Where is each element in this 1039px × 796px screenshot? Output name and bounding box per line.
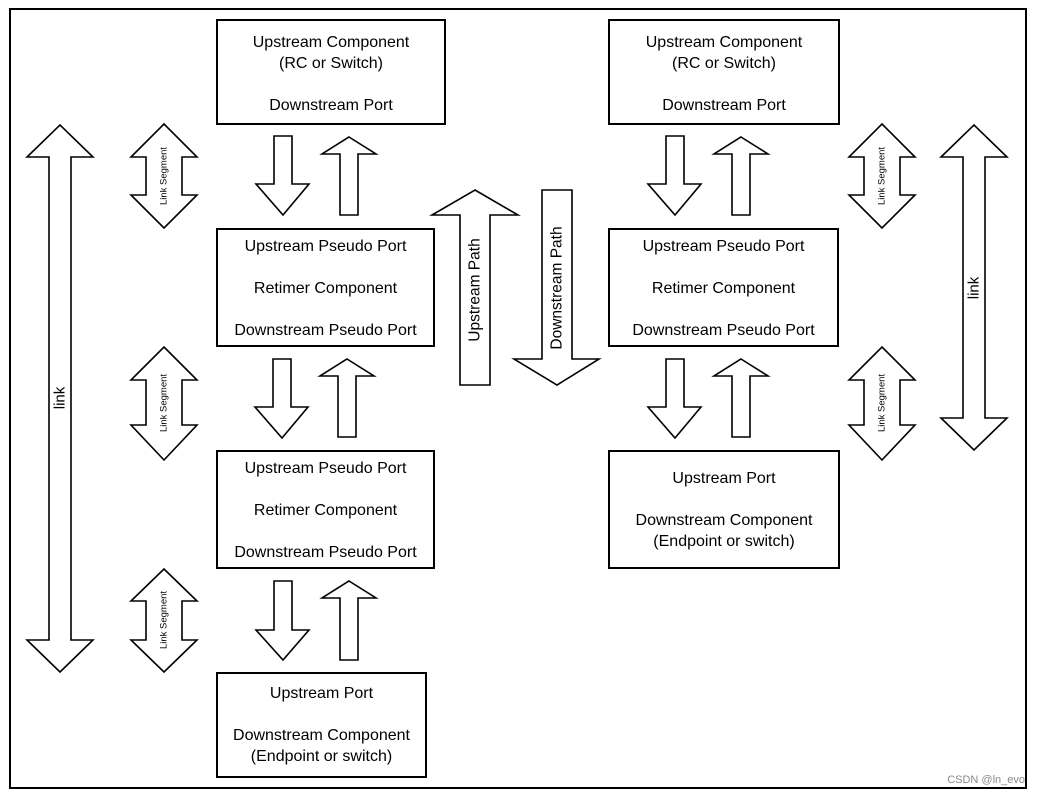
box-line: (RC or Switch) xyxy=(671,55,776,72)
retimer-box-left-1: Upstream Pseudo Port Retimer Component D… xyxy=(216,228,435,347)
downstream-component-box-left: Upstream Port Downstream Component (Endp… xyxy=(216,672,427,778)
link-segment-arrow-right-2 xyxy=(847,345,917,462)
box-line: Upstream Pseudo Port xyxy=(244,238,407,255)
down-arrow-left-3 xyxy=(254,580,311,662)
link-segment-label-left-3: Link Segment xyxy=(159,591,170,649)
retimer-box-right-1: Upstream Pseudo Port Retimer Component D… xyxy=(608,228,839,347)
link-segment-arrow-left-3 xyxy=(129,567,199,674)
watermark: CSDN @ln_evo xyxy=(947,774,1025,786)
box-line: Upstream Pseudo Port xyxy=(244,460,407,477)
retimer-box-left-2: Upstream Pseudo Port Retimer Component D… xyxy=(216,450,435,569)
link-segment-arrow-left-2 xyxy=(129,345,199,462)
box-line: Upstream Port xyxy=(672,470,776,487)
box-line: Downstream Pseudo Port xyxy=(234,322,417,339)
downstream-path-arrow xyxy=(511,189,602,386)
up-arrow-left-3 xyxy=(319,580,379,661)
link-segment-label-right-2: Link Segment xyxy=(877,374,888,432)
link-double-arrow-left xyxy=(25,123,95,674)
link-segment-label-left-1: Link Segment xyxy=(159,147,170,205)
upstream-component-box-left: Upstream Component (RC or Switch) Downst… xyxy=(216,19,446,125)
box-line: Downstream Pseudo Port xyxy=(632,322,815,339)
box-line: Upstream Component xyxy=(252,34,410,51)
box-line: (RC or Switch) xyxy=(278,55,383,72)
box-line: Upstream Port xyxy=(269,685,374,702)
link-segment-label-right-1: Link Segment xyxy=(877,147,888,205)
link-segment-label-left-2: Link Segment xyxy=(159,374,170,432)
link-segment-arrow-right-1 xyxy=(847,122,917,230)
down-arrow-left-1 xyxy=(254,135,311,217)
up-arrow-left-1 xyxy=(319,136,379,216)
box-line: Retimer Component xyxy=(651,280,796,297)
link-segment-arrow-left-1 xyxy=(129,122,199,230)
box-line: Upstream Pseudo Port xyxy=(642,238,805,255)
upstream-component-box-right: Upstream Component (RC or Switch) Downst… xyxy=(608,19,840,125)
downstream-path-label: Downstream Path xyxy=(549,226,566,349)
up-arrow-right-2 xyxy=(711,358,771,438)
link-label-left: link xyxy=(52,386,69,409)
box-line: Downstream Component xyxy=(233,727,410,744)
box-line: Retimer Component xyxy=(253,280,398,297)
link-label-right: link xyxy=(966,276,983,299)
down-arrow-right-1 xyxy=(646,135,703,217)
box-line: (Endpoint or switch) xyxy=(653,533,795,550)
downstream-component-box-right: Upstream Port Downstream Component (Endp… xyxy=(608,450,840,569)
up-arrow-right-1 xyxy=(711,136,771,216)
down-arrow-left-2 xyxy=(253,358,310,440)
box-line: Downstream Port xyxy=(662,97,786,114)
upstream-path-arrow xyxy=(429,189,521,386)
link-double-arrow-right xyxy=(939,123,1009,452)
upstream-path-label: Upstream Path xyxy=(467,238,484,341)
box-line: Downstream Port xyxy=(269,97,393,114)
down-arrow-right-2 xyxy=(646,358,703,440)
up-arrow-left-2 xyxy=(317,358,377,438)
diagram-frame xyxy=(9,8,1027,789)
box-line: Upstream Component xyxy=(645,34,803,51)
box-line: Downstream Component xyxy=(635,512,813,529)
box-line: Downstream Pseudo Port xyxy=(234,544,417,561)
box-line: Retimer Component xyxy=(253,502,398,519)
box-line: (Endpoint or switch) xyxy=(250,748,393,765)
